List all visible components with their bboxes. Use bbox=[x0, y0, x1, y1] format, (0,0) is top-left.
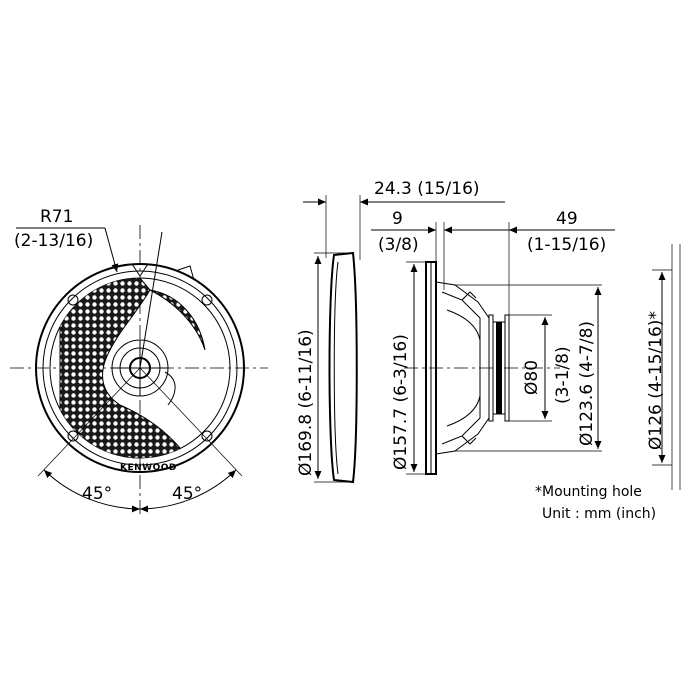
grille-mesh-lower bbox=[149, 289, 206, 351]
magnet-plate-back bbox=[504, 314, 510, 422]
cone-diameter-label: Ø123.6 (4-7/8) bbox=[577, 321, 597, 446]
radius-leader-arrow bbox=[104, 227, 119, 273]
grille-mesh bbox=[59, 278, 189, 458]
mount-screw-bottom-left bbox=[67, 430, 79, 442]
flange-depth-label: 9 bbox=[392, 209, 403, 229]
mount-screw-top-left bbox=[67, 294, 79, 306]
brand-logo: KENWOOD bbox=[120, 463, 177, 473]
mount-screw-bottom-right bbox=[201, 430, 213, 442]
mount-screw-top-right bbox=[201, 294, 213, 306]
angle-arc-right bbox=[139, 469, 237, 513]
hole-diameter-label: Ø126 (4-15/16)* bbox=[646, 311, 666, 450]
front-view: R71 (2-13/16) 45° 45° KENWOOD bbox=[10, 207, 268, 515]
unit-note: Unit : mm (inch) bbox=[542, 506, 656, 522]
tweeter-lead bbox=[164, 371, 176, 406]
angle-left-label: 45° bbox=[82, 484, 112, 504]
depth-total-label: 24.3 (15/16) bbox=[374, 179, 480, 199]
radius-label: R71 bbox=[40, 207, 73, 227]
radius-label-inch: (2-13/16) bbox=[14, 231, 93, 251]
angle-arc-left bbox=[43, 469, 141, 513]
top-tab-right bbox=[177, 265, 195, 281]
magnet-diameter-label: Ø80 bbox=[522, 360, 542, 395]
frame-diameter-label: Ø157.7 (6-3/16) bbox=[391, 334, 411, 470]
outer-diameter-label: Ø169.8 (6-11/16) bbox=[296, 329, 316, 476]
basket-inner bbox=[441, 291, 481, 445]
grille-profile bbox=[328, 251, 358, 484]
frame-inner-ring bbox=[42, 270, 238, 466]
mount-depth-label-inch: (1-15/16) bbox=[527, 235, 606, 255]
mounting-hole-view: Ø126 (4-15/16)* bbox=[646, 244, 681, 490]
cone-profile bbox=[446, 309, 481, 427]
grille-profile-inner bbox=[333, 261, 339, 475]
angle-leg-right bbox=[139, 367, 243, 477]
terminal-bottom bbox=[461, 435, 477, 445]
terminal-top bbox=[461, 291, 477, 301]
magnet-core bbox=[496, 322, 502, 414]
grille-side-view: Ø169.8 (6-11/16) 24.3 (15/16) bbox=[296, 179, 505, 484]
mount-depth-label: 49 bbox=[556, 209, 578, 229]
angle-right-label: 45° bbox=[172, 484, 202, 504]
radius-line bbox=[139, 231, 163, 369]
magnet-diameter-label-inch: (3-1/8) bbox=[553, 346, 573, 404]
speaker-side-view: 9 (3/8) 49 (1-15/16) Ø157.7 (6-3/16) Ø80… bbox=[371, 209, 615, 475]
top-tab bbox=[131, 263, 149, 277]
angle-leg-left bbox=[37, 367, 141, 477]
flange-depth-label-inch: (3/8) bbox=[378, 235, 419, 255]
mounting-hole-note: *Mounting hole bbox=[535, 484, 642, 500]
